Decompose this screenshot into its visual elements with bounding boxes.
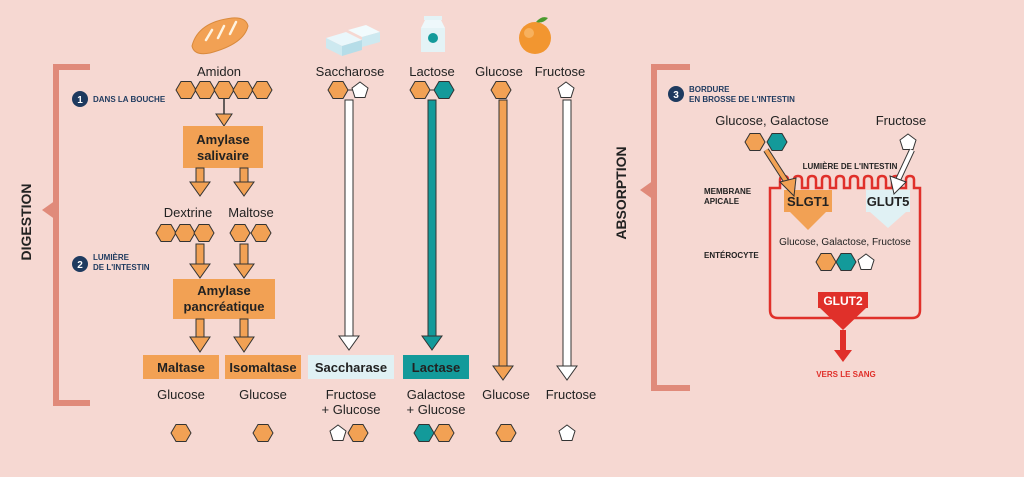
enterocyte-label: ENTÉROCYTE xyxy=(704,251,759,260)
abs-fructose-molecule xyxy=(899,133,917,150)
amylase-pancreatique-line2: pancréatique xyxy=(184,299,265,314)
lactose-molecule xyxy=(409,81,455,99)
step-3-line2: EN BROSSE DE L'INTESTIN xyxy=(689,95,795,104)
product-saccharose-line1: Fructose xyxy=(326,387,377,402)
slgt1-transporter xyxy=(784,190,832,230)
absorption-bracket-tip xyxy=(640,180,654,200)
amidon-chain xyxy=(175,81,273,99)
product-glucose-1: Glucose xyxy=(157,387,205,402)
digestion-bracket-tip xyxy=(42,200,56,220)
product-fructose: Fructose xyxy=(546,387,597,402)
digestion-bracket xyxy=(53,64,90,406)
sugar-cubes-icon xyxy=(326,25,380,56)
product-glucose-3: Glucose xyxy=(482,387,530,402)
maltose-chain xyxy=(229,224,272,242)
absorption-bracket xyxy=(651,64,690,391)
arrow-lactose xyxy=(421,99,443,351)
fructose-label: Fructose xyxy=(535,64,586,79)
step-2-number: 2 xyxy=(77,260,83,271)
glucose-label: Glucose xyxy=(475,64,523,79)
dextrine-label: Dextrine xyxy=(164,205,212,220)
bread-icon xyxy=(191,17,249,55)
lactose-label: Lactose xyxy=(409,64,455,79)
orange-fruit-icon xyxy=(519,17,551,54)
arrows-to-maltase-isomaltase xyxy=(189,318,255,353)
digestion-label: DIGESTION xyxy=(18,183,34,260)
glut2-label: GLUT2 xyxy=(823,294,863,308)
saccharase-label: Saccharase xyxy=(315,360,387,375)
saccharose-label: Saccharose xyxy=(316,64,385,79)
absorption-label: ABSORPTION xyxy=(613,146,629,239)
isomaltase-box xyxy=(225,355,301,379)
abs-glucose-galactose-label: Glucose, Galactose xyxy=(715,113,828,128)
glut5-label: GLUT5 xyxy=(867,194,910,209)
amylase-salivaire-line1: Amylase xyxy=(196,132,249,147)
membrane-line1: MEMBRANE xyxy=(704,187,752,196)
amylase-salivaire-box xyxy=(183,126,263,168)
step-1-label: DANS LA BOUCHE xyxy=(93,95,166,104)
arrow-into-slgt1 xyxy=(763,148,797,198)
step-1-badge xyxy=(72,91,88,107)
saccharase-box xyxy=(308,355,394,379)
arrow-fructose xyxy=(556,99,578,381)
step-2-line1: LUMIÈRE xyxy=(93,253,130,262)
product-glucose-2: Glucose xyxy=(239,387,287,402)
arrows-to-amylase-pancreatique xyxy=(189,243,255,279)
isomaltase-label: Isomaltase xyxy=(229,360,296,375)
fructose-molecule xyxy=(557,81,575,98)
maltase-box xyxy=(143,355,219,379)
product-saccharose-line2: + Glucose xyxy=(322,402,381,417)
maltase-label: Maltase xyxy=(157,360,205,375)
step-3-line1: BORDURE xyxy=(689,85,730,94)
lumiere-label: LUMIÈRE DE L'INTESTIN xyxy=(803,162,898,171)
amidon-label: Amidon xyxy=(197,64,241,79)
product-lactose-line1: Galactose xyxy=(407,387,466,402)
arrow-glucose xyxy=(492,99,514,381)
amylase-pancreatique-box xyxy=(173,279,275,319)
abs-glucose-galactose-molecules xyxy=(744,133,788,151)
arrow-saccharose xyxy=(338,99,360,351)
membrane-line2: APICALE xyxy=(704,197,740,206)
lactase-box xyxy=(403,355,469,379)
bottom-molecules xyxy=(170,424,576,442)
step-2-line2: DE L'INTESTIN xyxy=(93,263,150,272)
glut2-transporter xyxy=(818,292,868,330)
lactase-label: Lactase xyxy=(412,360,460,375)
step-3-number: 3 xyxy=(673,90,679,101)
amylase-salivaire-line2: salivaire xyxy=(197,148,249,163)
arrow-into-glut5 xyxy=(889,148,915,195)
amylase-pancreatique-line1: Amylase xyxy=(197,283,250,298)
glucose-molecule xyxy=(490,81,512,99)
step-2-badge xyxy=(72,256,88,272)
vers-le-sang-label: VERS LE SANG xyxy=(816,370,876,379)
arrow-to-blood xyxy=(834,330,852,362)
step-3-badge xyxy=(668,86,684,102)
arrows-to-dextrine-maltose xyxy=(189,167,255,197)
enterocyte-contents-label: Glucose, Galactose, Fructose xyxy=(779,237,911,248)
enterocyte-cell xyxy=(768,174,922,320)
enterocyte-molecules xyxy=(815,253,875,271)
dextrine-chain xyxy=(155,224,215,242)
maltose-label: Maltose xyxy=(228,205,274,220)
glut5-transporter xyxy=(866,190,910,228)
saccharose-molecule xyxy=(327,81,369,99)
abs-fructose-label: Fructose xyxy=(876,113,927,128)
milk-carton-icon xyxy=(421,16,445,52)
product-lactose-line2: + Glucose xyxy=(407,402,466,417)
slgt1-label: SLGT1 xyxy=(787,194,829,209)
step-1-number: 1 xyxy=(77,95,83,106)
